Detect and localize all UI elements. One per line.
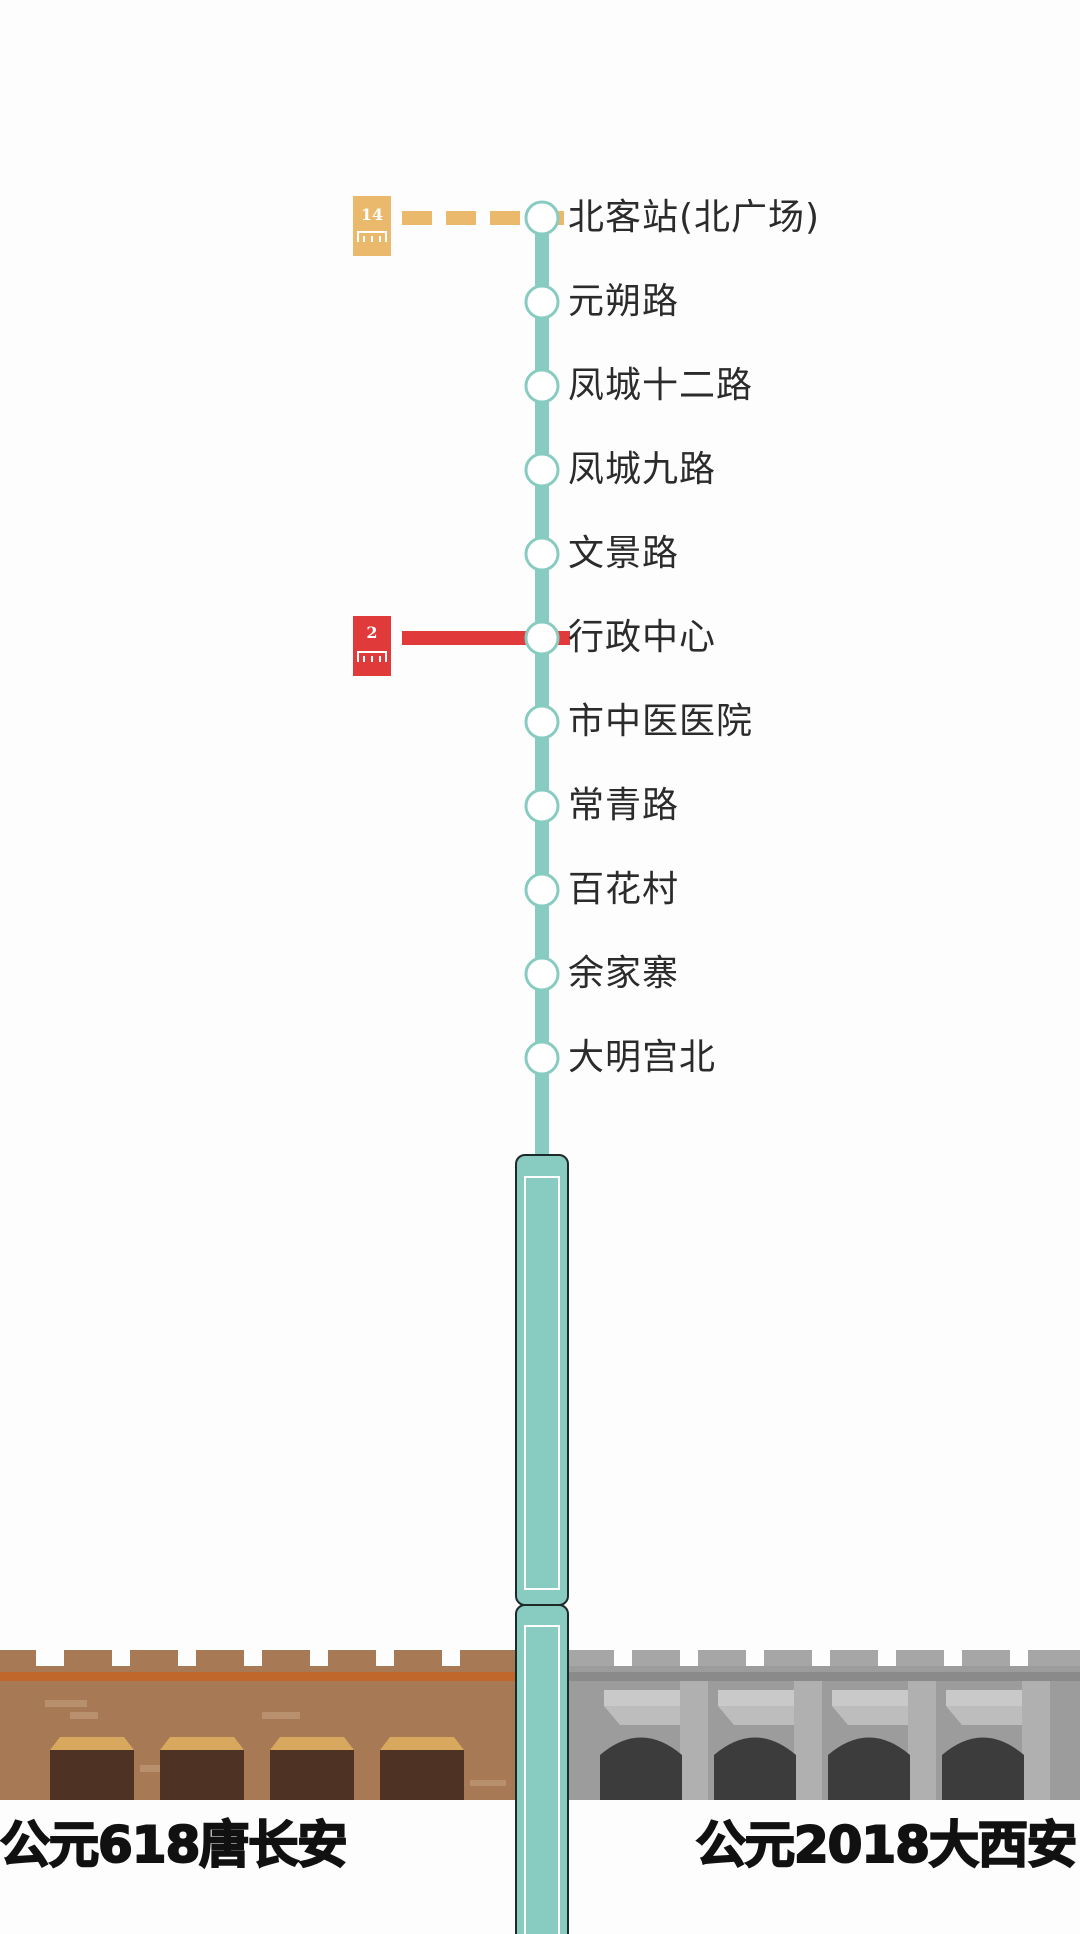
station-node (524, 452, 560, 488)
station-node (524, 788, 560, 824)
station-node (524, 200, 560, 236)
station-label: 常青路 (568, 785, 680, 826)
station-node (524, 704, 560, 740)
station-label: 凤城九路 (568, 449, 717, 490)
era-text-modern: 公元2018大西安 (695, 1815, 1078, 1875)
station-label: 百花村 (568, 869, 680, 910)
station-node (524, 956, 560, 992)
era-text-tang: 公元618唐长安 (0, 1815, 348, 1875)
station-nodes (524, 200, 560, 1076)
viaduct-arches (600, 1737, 1024, 1800)
station-node (524, 368, 560, 404)
metro-train (515, 1154, 569, 1934)
tang-gates (50, 1737, 464, 1800)
city-wall-icon (357, 231, 387, 242)
transfer-line-14-badge (353, 196, 391, 256)
transfer-line-2-badge (353, 616, 391, 676)
station-label: 北客站(北广场) (568, 197, 821, 238)
station-label: 市中医医院 (568, 701, 754, 742)
station-label: 凤城十二路 (568, 365, 754, 406)
station-node (524, 536, 560, 572)
main-line-track (535, 218, 549, 1158)
city-wall-icon (357, 651, 387, 662)
tang-city-wall (0, 1650, 516, 1800)
transfer-line-14-number: 14 (360, 205, 384, 224)
station-node (524, 872, 560, 908)
station-label: 文景路 (568, 533, 680, 574)
station-label: 行政中心 (568, 617, 717, 658)
station-node (524, 1040, 560, 1076)
station-node (524, 284, 560, 320)
station-label: 余家寨 (568, 953, 680, 994)
transfer-line-2-number: 2 (366, 623, 378, 642)
station-label: 大明宫北 (568, 1037, 717, 1078)
station-node (524, 620, 560, 656)
station-label: 元朔路 (568, 281, 680, 322)
modern-viaduct (566, 1650, 1080, 1800)
